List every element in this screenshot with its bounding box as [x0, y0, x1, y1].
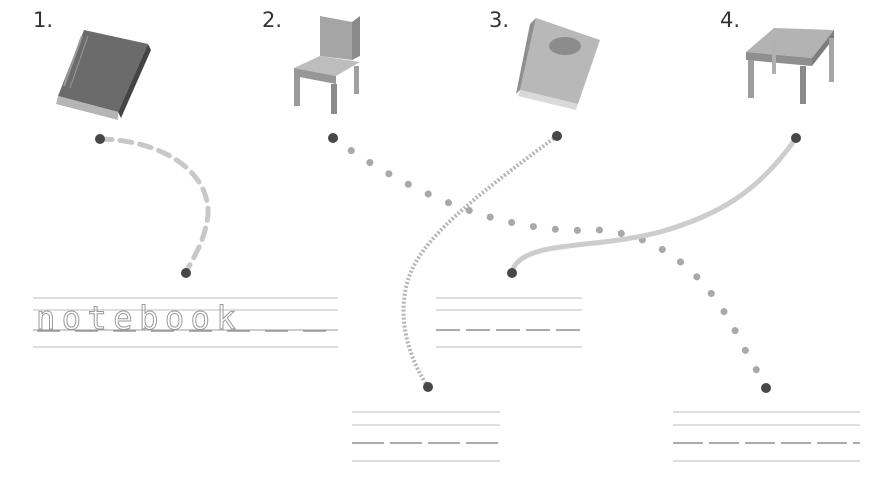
dot-start-1 [95, 134, 105, 144]
writing-lines-b [436, 297, 582, 348]
chair-picture [294, 16, 360, 114]
writing-lines-c [352, 411, 500, 462]
example-trace-word: notebook [35, 299, 243, 337]
match-line-notebook [97, 136, 211, 275]
item-number-4: 4. [720, 8, 741, 32]
dot-end-b [507, 268, 517, 278]
dot-start-3 [552, 131, 562, 141]
writing-lines-d [673, 411, 860, 462]
item-number-2: 2. [262, 8, 283, 32]
item-number-1: 1. [33, 8, 54, 32]
match-line-table [509, 135, 799, 275]
match-line-chair [329, 134, 770, 392]
notebook-picture [56, 30, 151, 120]
item-number-3: 3. [489, 8, 510, 32]
writing-lines-a [33, 297, 338, 348]
match-line-book [401, 134, 559, 389]
book-picture [516, 18, 600, 110]
table-picture [746, 28, 834, 104]
dot-end-d [761, 383, 771, 393]
dot-start-2 [328, 133, 338, 143]
dot-end-c [423, 382, 433, 392]
dot-start-4 [791, 133, 801, 143]
dot-end-a [181, 268, 191, 278]
